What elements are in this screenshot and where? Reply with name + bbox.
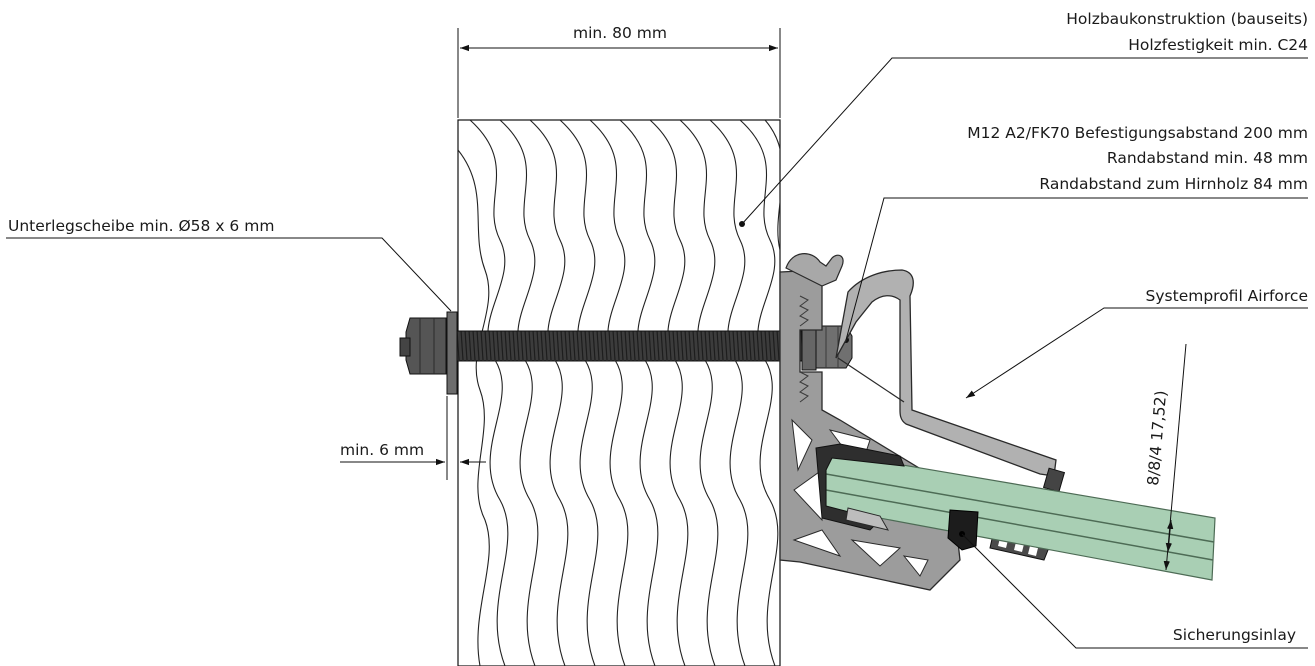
timber-label-line2: Holzfestigkeit min. C24	[1128, 36, 1308, 54]
dimension-washer-gap: min. 6 mm	[340, 396, 486, 480]
fixing-label-line3: Randabstand zum Hirnholz 84 mm	[1039, 175, 1308, 193]
label-profile: Systemprofil Airforce	[965, 287, 1308, 399]
timber-block	[457, 119, 781, 666]
laminated-glass	[815, 443, 1216, 581]
threaded-rod-assembly	[399, 311, 853, 395]
washer-label: Unterlegscheibe min. Ø58 x 6 mm	[8, 217, 274, 235]
label-inlay: Sicherungsinlay	[961, 533, 1308, 649]
timber-label-line1: Holzbaukonstruktion (bauseits)	[1066, 10, 1308, 28]
label-fixing: M12 A2/FK70 Befestigungsabstand 200 mm R…	[845, 124, 1308, 341]
fixing-label-line1: M12 A2/FK70 Befestigungsabstand 200 mm	[967, 124, 1308, 142]
fixing-label-line2: Randabstand min. 48 mm	[1107, 149, 1308, 167]
dimension-wood-thickness: min. 80 mm	[457, 24, 781, 118]
left-washer	[446, 311, 458, 395]
washer-gap-label: min. 6 mm	[340, 441, 424, 459]
label-washer: Unterlegscheibe min. Ø58 x 6 mm	[6, 217, 452, 312]
left-nut	[405, 317, 447, 375]
safety-inlay	[947, 509, 979, 551]
glass-build-label: 8/8/4 17,52)	[1144, 390, 1170, 487]
inlay-label: Sicherungsinlay	[1173, 626, 1296, 644]
wood-thickness-label: min. 80 mm	[573, 24, 667, 42]
profile-label: Systemprofil Airforce	[1146, 287, 1308, 305]
label-timber: Holzbaukonstruktion (bauseits) Holzfesti…	[741, 10, 1308, 225]
threaded-rod	[451, 330, 831, 362]
